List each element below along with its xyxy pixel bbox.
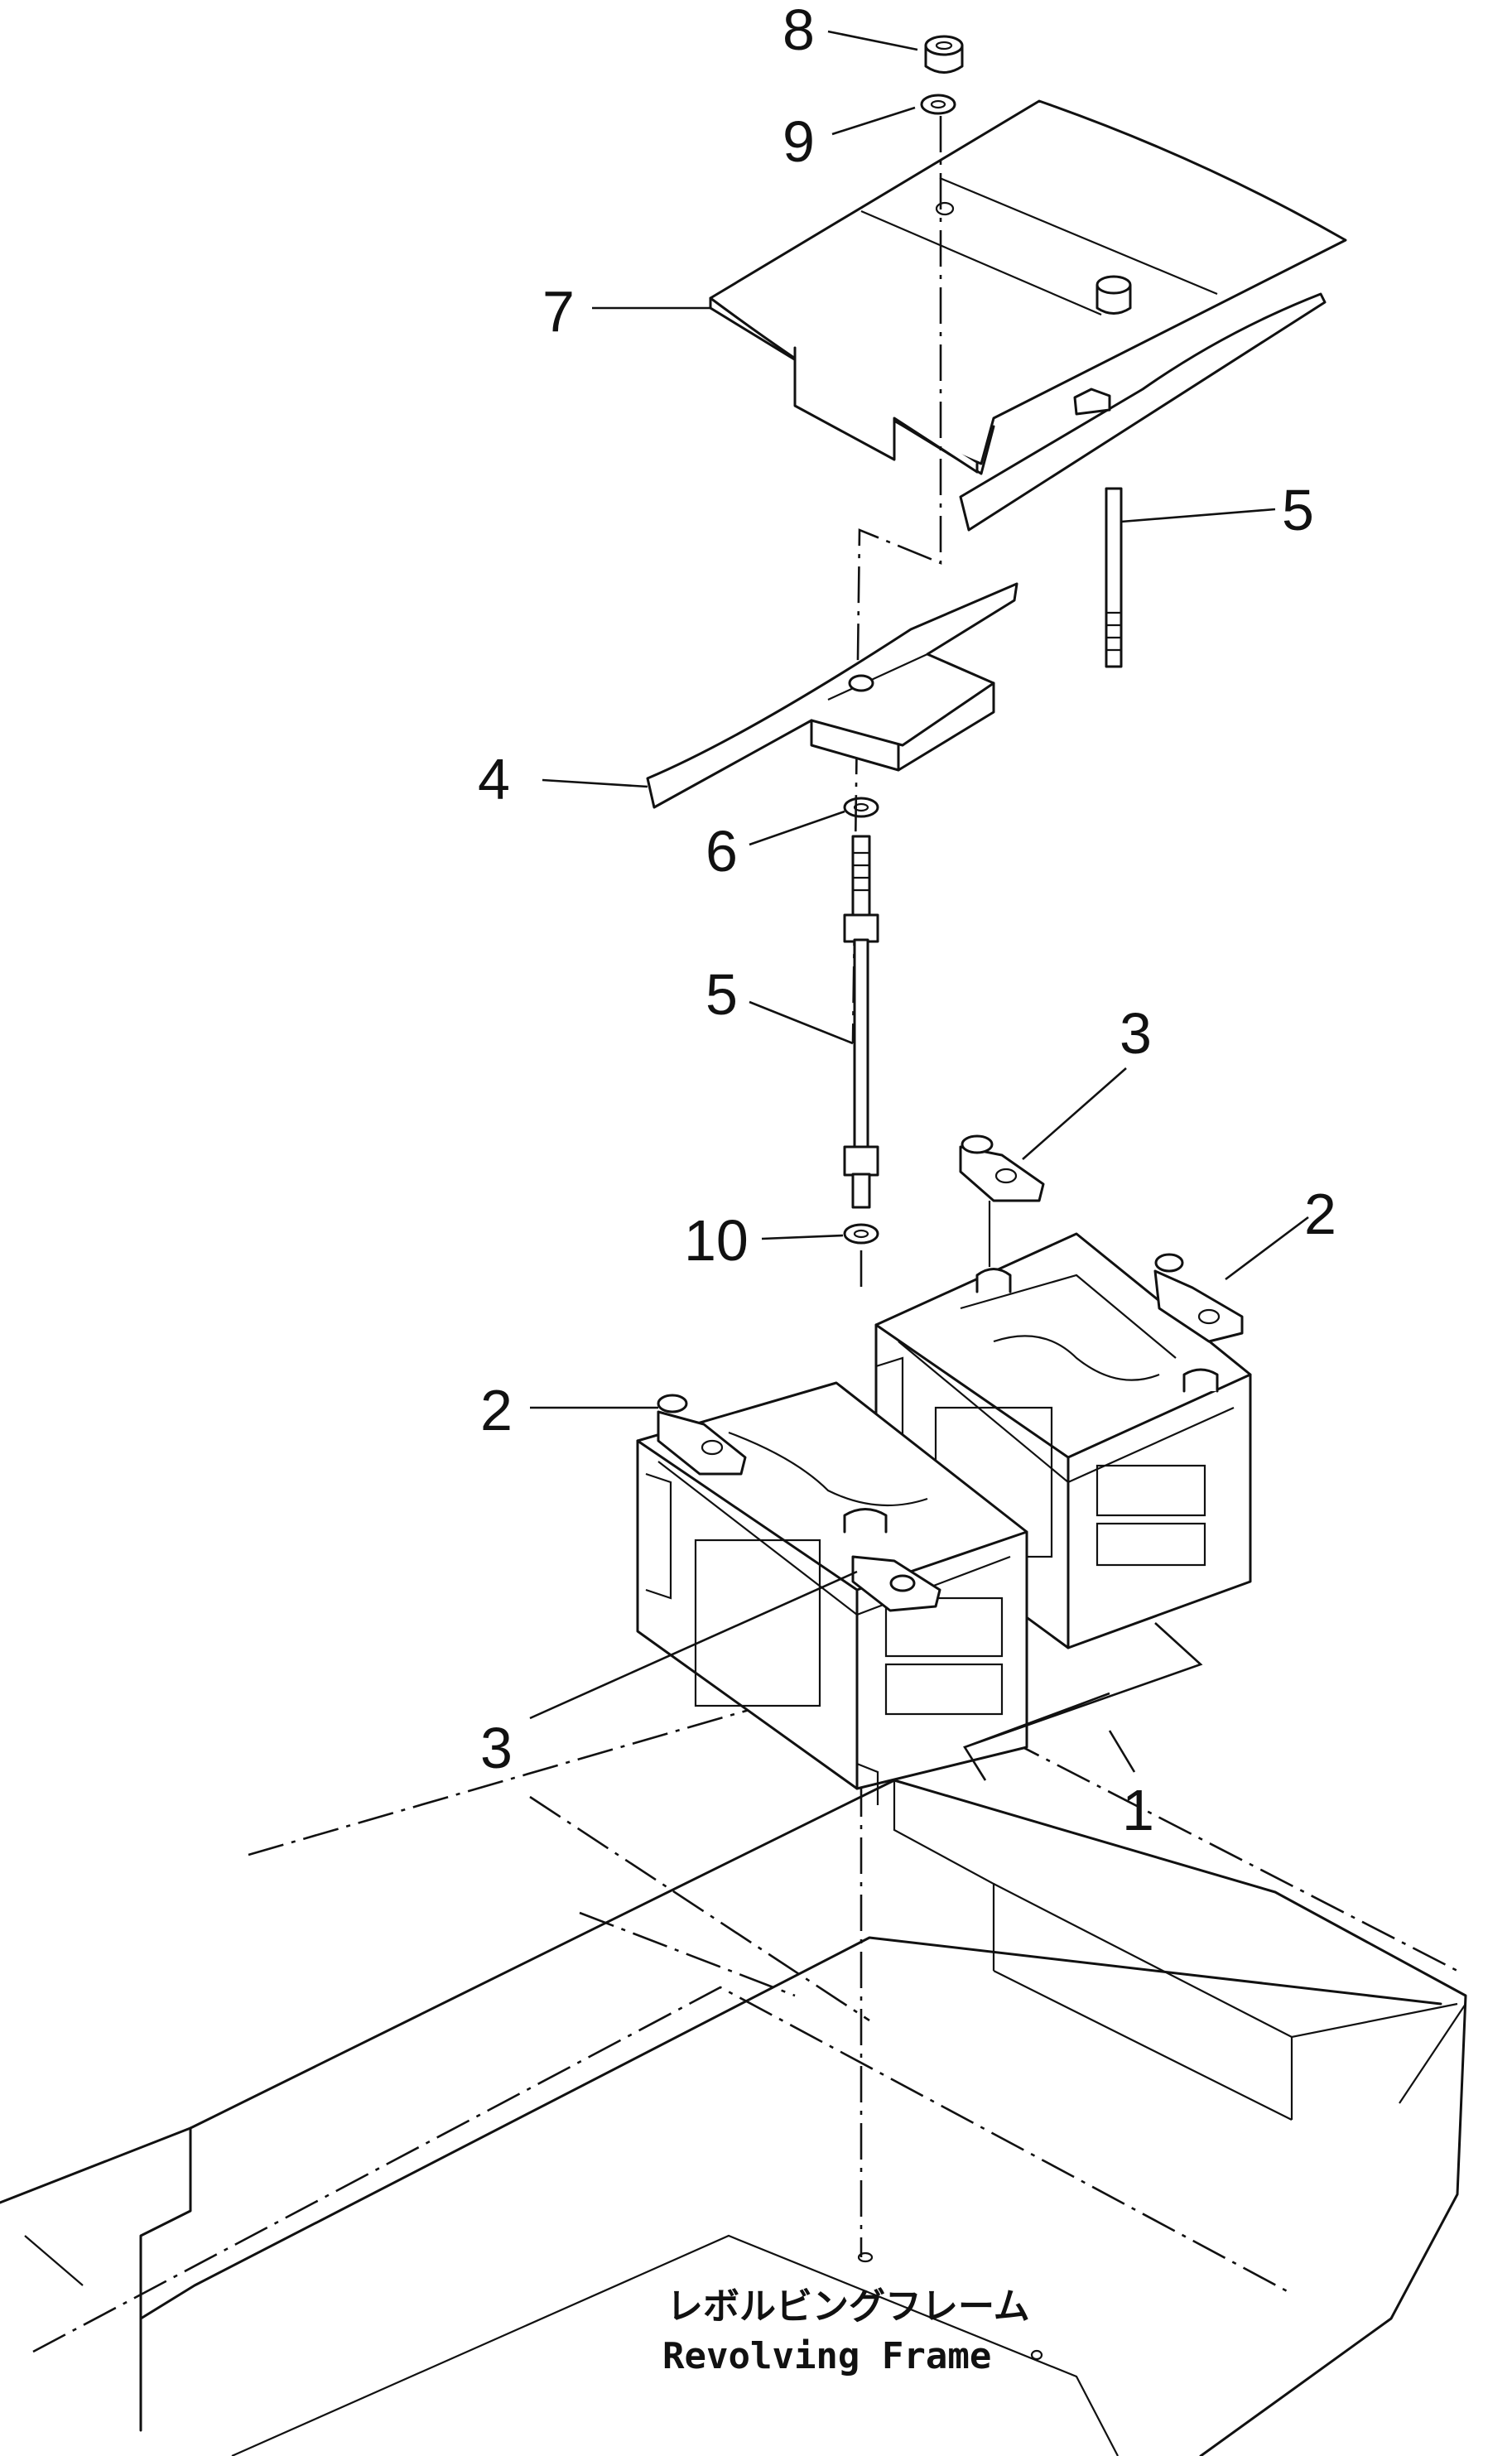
terminal-clamp-right [1153, 1253, 1244, 1343]
assembly-centerline-upper [851, 116, 942, 1044]
callout-8: 8 [782, 0, 815, 62]
callout-4: 4 [478, 747, 510, 811]
battery-front [636, 1381, 1028, 1805]
callout-9: 9 [782, 109, 815, 174]
washer-bottom [843, 1223, 879, 1245]
battery-cover [709, 99, 1347, 532]
callout-labels: 8 9 7 5 4 6 5 3 2 10 2 3 1 [478, 0, 1336, 1842]
terminal-clamp-left [657, 1394, 747, 1476]
hold-down-rod-lower [843, 835, 879, 1209]
callout-10: 10 [684, 1208, 749, 1273]
callout-7: 7 [542, 279, 575, 344]
washer-middle [843, 797, 879, 818]
leader-lines [529, 30, 1309, 1773]
caption-japanese: レボルビングフレーム [667, 2285, 1030, 2328]
frame-caption: レボルビングフレーム Revolving Frame [662, 2285, 1030, 2377]
callout-6: 6 [705, 819, 738, 884]
battery-pair-bracket [963, 1622, 1203, 1781]
callout-3-bottom: 3 [480, 1716, 513, 1780]
revolving-frame [0, 1671, 1467, 2456]
battery-bracket [646, 582, 1018, 809]
caption-english: Revolving Frame [662, 2335, 991, 2377]
callout-5-upper: 5 [1282, 478, 1314, 542]
terminal-clamp-bottom [851, 1555, 941, 1612]
frame-mounting-hole [857, 2251, 874, 2263]
hold-down-rod-upper [1105, 487, 1123, 668]
terminal-clamp-top [959, 1134, 1045, 1267]
washer-top [920, 94, 956, 115]
nut [924, 35, 964, 74]
callout-1: 1 [1122, 1778, 1154, 1842]
callout-5-lower: 5 [705, 962, 738, 1027]
callout-3-top: 3 [1120, 1001, 1152, 1066]
callout-2-right: 2 [1304, 1182, 1336, 1246]
callout-2-left: 2 [480, 1378, 513, 1442]
frame-hole-small [1030, 2349, 1043, 2361]
